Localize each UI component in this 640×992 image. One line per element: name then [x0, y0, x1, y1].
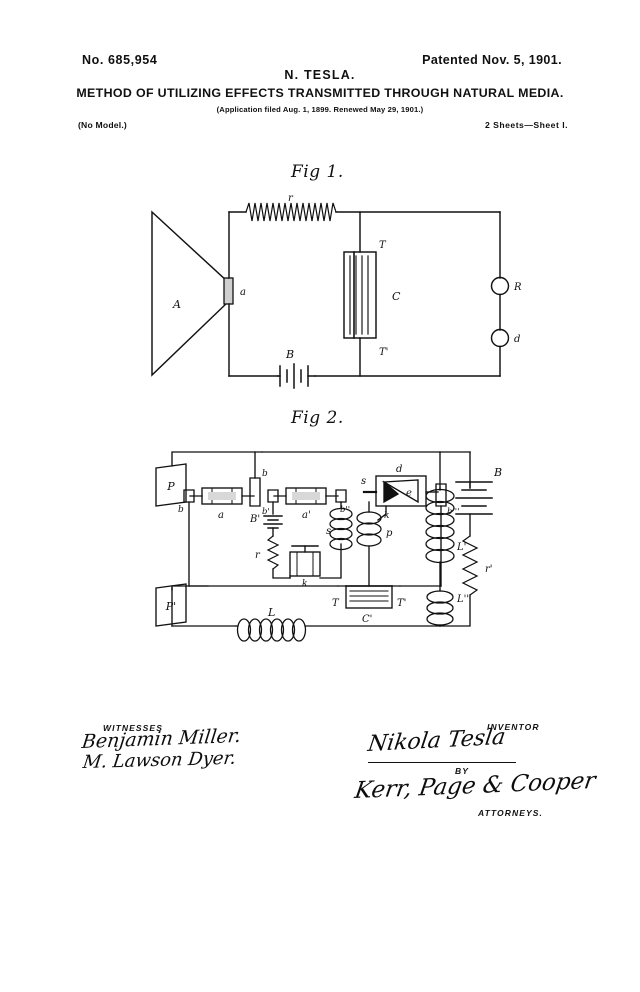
figure-2-caption: Fig 2. — [291, 408, 344, 428]
coil-r — [245, 202, 337, 222]
device-a-prime-fill — [292, 492, 320, 500]
label-terminal-t: T — [379, 240, 387, 251]
model-note: (No Model.) — [78, 120, 127, 130]
label-detector-d: d — [396, 464, 402, 475]
terminal-r-circle — [490, 276, 510, 296]
label-terminal-t: T — [332, 598, 340, 609]
coil-L-prime — [425, 488, 455, 564]
battery-b-right-plates — [455, 481, 493, 515]
by-heading: BY — [455, 766, 470, 776]
resistor-to-relay — [272, 568, 291, 579]
label-plate-p: P — [166, 480, 175, 493]
detector-k-lead — [377, 505, 387, 521]
inventor-signature: Nikola Tesla — [366, 724, 508, 758]
label-terminal-upper-r: R — [513, 282, 522, 293]
condenser-c-body — [343, 251, 377, 339]
label-battery-b-right: B — [493, 466, 502, 479]
relay-k-body — [289, 551, 321, 577]
patent-date: Patented Nov. 5, 1901. — [422, 53, 562, 67]
inventor-heading: INVENTOR — [487, 722, 540, 732]
label-contact-b-dprime: b'' — [340, 505, 350, 515]
coil-p — [356, 511, 382, 547]
label-device-a-prime: a' — [302, 510, 311, 521]
label-coil-p: p — [386, 528, 393, 539]
terminal-d-circle — [490, 328, 510, 348]
coil-L-dprime — [426, 590, 454, 626]
witness-signature-2: M. Lawson Dyer. — [81, 747, 238, 774]
terminal-post-b-prime — [267, 489, 279, 503]
label-coil-L: L — [267, 606, 275, 619]
label-coil-L-dprime: L'' — [456, 594, 469, 605]
resistor-r — [266, 535, 280, 570]
figure-2-drawing: P P' b b a b' a' b'' B' r k s p s d e k … — [155, 451, 502, 642]
attorney-signature: Kerr, Page & Cooper — [353, 767, 598, 805]
label-condenser-c: C — [392, 290, 401, 303]
label-contact-b-tprime: b''' — [447, 507, 459, 517]
terminal-post-b-left — [183, 489, 195, 503]
label-coil-r: r — [288, 193, 294, 204]
spark-gap-a — [223, 277, 234, 305]
plate-p-lead — [171, 451, 263, 467]
antenna-triangle — [151, 210, 229, 377]
label-coil-s-left: s — [361, 476, 366, 487]
detector-armature — [383, 480, 400, 504]
figure-1-caption: Fig 1. — [291, 162, 344, 182]
inventor-name: N. TESLA. — [284, 68, 356, 82]
battery-b-prime-plates — [263, 515, 283, 529]
label-terminal-t-prime: T' — [397, 598, 406, 609]
label-coil-s: s — [326, 526, 331, 537]
device-a-fill — [208, 492, 236, 500]
label-terminal-lower-d: d — [514, 334, 520, 345]
r-prime-bottom-lead — [439, 594, 471, 627]
sheets-note: 2 Sheets—Sheet I. — [484, 120, 568, 130]
figure-1-drawing: A a r T C T' B R d — [151, 193, 522, 389]
inventor-signature-underline — [368, 762, 516, 763]
patent-number: No. 685,954 — [82, 53, 158, 67]
terminal-post-b-dprime — [335, 489, 347, 503]
label-resistor-r-prime: r' — [485, 564, 493, 575]
label-resistor-r: r — [255, 550, 261, 561]
resistor-r-prime — [461, 535, 479, 596]
attorneys-heading: ATTORNEYS. — [478, 808, 543, 818]
label-plate-p-prime: P' — [165, 600, 176, 613]
label-antenna-a: A — [172, 298, 181, 311]
label-terminal-t-prime: T' — [379, 347, 388, 358]
label-battery-b-prime: B' — [249, 514, 260, 525]
condenser-c-prime-body — [345, 585, 393, 609]
label-contact-b-top: b — [262, 469, 268, 479]
condenser-c-plates — [349, 255, 369, 335]
condenser-c-prime-plates — [349, 590, 389, 602]
application-line: (Application filed Aug. 1, 1899. Renewed… — [216, 105, 424, 114]
terminal-post-b-tprime — [435, 483, 447, 507]
label-contact-b-prime: b' — [262, 507, 270, 517]
label-condenser-c-prime: C' — [362, 614, 372, 625]
coil-L — [236, 618, 307, 642]
label-device-a: a — [218, 510, 224, 521]
label-coil-L-prime: L' — [456, 542, 466, 553]
patent-header: No. 685,954 Patented Nov. 5, 1901. N. TE… — [0, 0, 640, 140]
detector-triangle — [381, 479, 419, 504]
terminal-post-b-right — [249, 477, 261, 507]
label-detector-k: k — [384, 511, 389, 521]
witnesses-heading: WITNESSES — [103, 723, 163, 733]
relay-k-coils — [296, 551, 314, 577]
label-contact-b-left: b — [178, 505, 184, 515]
label-battery-b: B — [285, 348, 294, 361]
label-detector-e: e — [406, 488, 412, 499]
label-spark-gap-a: a — [240, 287, 246, 298]
signature-block: WITNESSES Benjamin Miller. M. Lawson Dye… — [0, 700, 640, 850]
label-relay-k: k — [302, 579, 307, 589]
page-title: METHOD OF UTILIZING EFFECTS TRANSMITTED … — [76, 86, 564, 100]
relay-to-coil-s — [319, 543, 342, 579]
